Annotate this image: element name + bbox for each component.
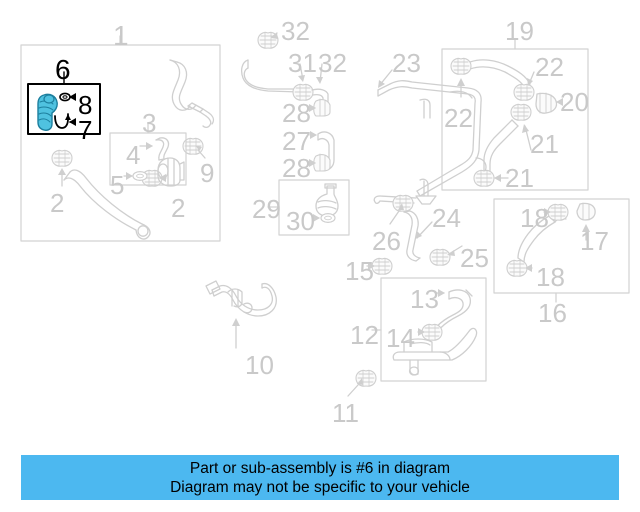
callout-18: 18	[520, 203, 549, 233]
callout-17: 17	[580, 226, 609, 256]
clamp-14	[421, 323, 443, 341]
callout-6: 6	[55, 54, 71, 85]
part-30-oring	[320, 212, 336, 224]
callout-10: 10	[245, 350, 274, 380]
clamp-22-left	[450, 57, 472, 75]
callout-11: 11	[332, 398, 359, 428]
group-29-box	[267, 179, 350, 236]
callout-12: 12	[350, 320, 379, 350]
group-1-lower-hose	[63, 169, 151, 240]
connector-28-upper	[313, 98, 331, 117]
callout-4: 4	[126, 140, 141, 170]
callout-16: 16	[538, 298, 567, 328]
callout-5: 5	[110, 170, 125, 200]
callout-21: 21	[530, 129, 559, 159]
part-5-oring	[132, 170, 148, 182]
clamp-22-right	[513, 83, 535, 101]
connector-28-lower	[313, 153, 331, 172]
callout-29: 29	[252, 194, 281, 224]
callout-22: 22	[444, 103, 473, 133]
callout-18: 18	[536, 262, 565, 292]
callout-30: 30	[286, 206, 315, 236]
callout-1: 1	[113, 20, 129, 51]
group-6-box	[27, 71, 101, 135]
group-12-box	[371, 277, 487, 382]
clamp-25	[429, 248, 451, 266]
callout-9: 9	[200, 158, 215, 188]
callout-23: 23	[392, 48, 421, 78]
callout-2: 2	[50, 188, 65, 218]
pipe-23	[373, 80, 487, 205]
callout-26: 26	[372, 226, 401, 256]
callout-27: 27	[282, 126, 311, 156]
callout-21: 21	[505, 163, 534, 193]
clamp-18-lower	[506, 259, 528, 277]
callout-3: 3	[142, 108, 157, 138]
callout-14: 14	[386, 323, 415, 353]
banner-line-1: Part or sub-assembly is #6 in diagram	[189, 459, 451, 477]
callout-8: 8	[78, 90, 93, 120]
callout-2: 2	[171, 193, 186, 223]
part-6-highlighted-elbow	[37, 93, 58, 131]
part-7-clip	[54, 113, 71, 129]
group-16-box	[493, 198, 630, 303]
callout-32: 32	[318, 48, 347, 78]
group-1-upper-tube	[169, 59, 215, 129]
callout-24: 24	[432, 203, 461, 233]
clamp-21-lower	[473, 169, 495, 187]
part-3-thermostat	[157, 157, 185, 187]
connector-17	[576, 202, 596, 221]
clamp-18-upper	[547, 203, 569, 221]
parts-diagram-canvas	[20, 31, 630, 397]
clamp-21-upper	[510, 103, 532, 121]
water-pipe-12	[392, 327, 478, 376]
callout-28: 28	[282, 98, 311, 128]
clamp-2-left	[51, 149, 73, 167]
part-8-oring	[59, 92, 71, 102]
callout-31: 31	[288, 48, 317, 78]
callout-15: 15	[345, 256, 374, 286]
callout-20: 20	[560, 87, 589, 117]
part-4-hose	[155, 137, 170, 161]
info-banner: Part or sub-assembly is #6 in diagram Di…	[21, 455, 619, 500]
callout-7: 7	[78, 115, 93, 145]
hose-10	[205, 280, 277, 317]
callout-28: 28	[282, 153, 311, 183]
group-1-box	[20, 35, 221, 242]
callout-32: 32	[281, 16, 310, 46]
group-3-box	[109, 123, 187, 186]
connector-20	[535, 92, 558, 114]
group-19-box	[441, 39, 589, 191]
clamp-15	[371, 257, 393, 275]
callout-22: 22	[535, 52, 564, 82]
callout-25: 25	[460, 243, 489, 273]
callout-13: 13	[410, 284, 439, 314]
banner-line-2: Diagram may not be specific to your vehi…	[170, 478, 470, 496]
callout-19: 19	[505, 16, 534, 46]
reservoir-29	[315, 183, 339, 217]
